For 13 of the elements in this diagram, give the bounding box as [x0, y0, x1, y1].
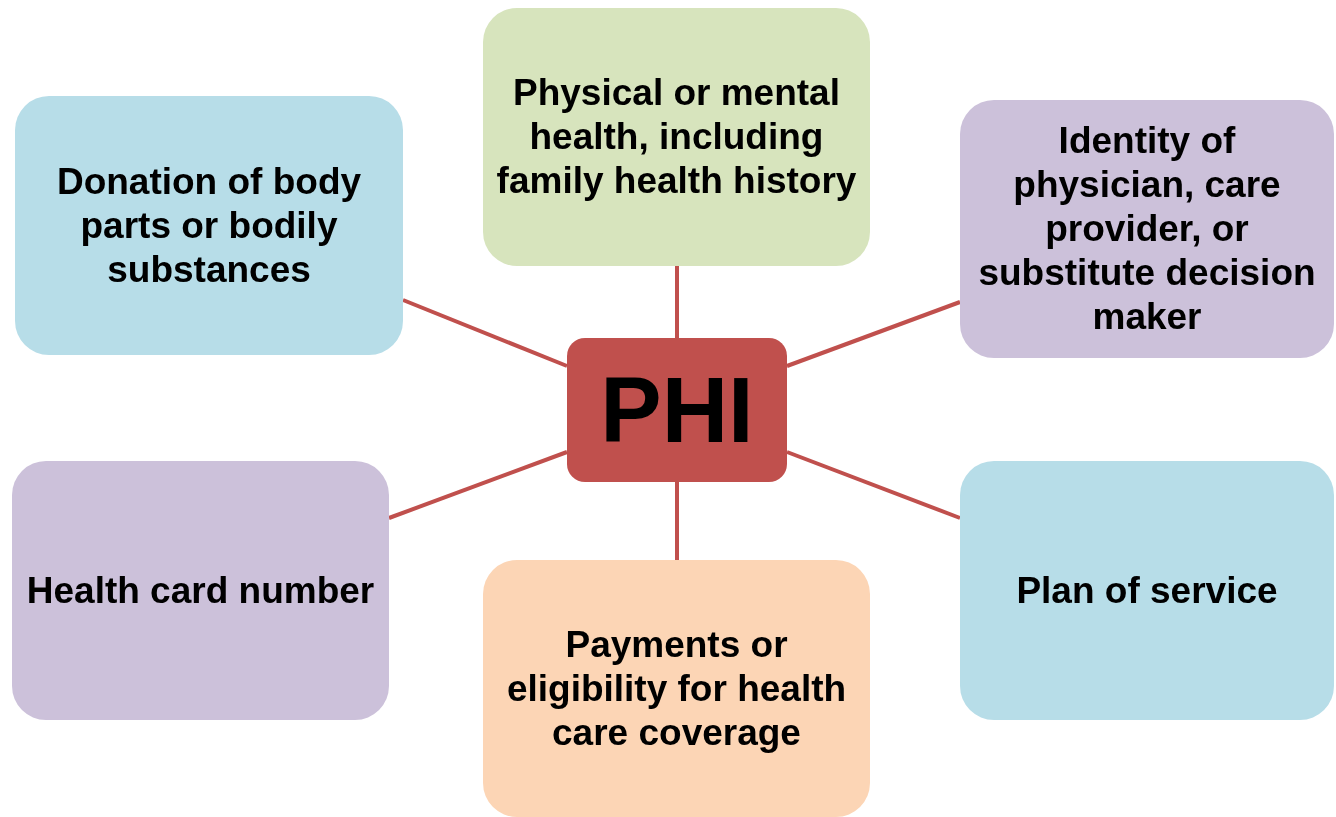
connector-line: [402, 298, 568, 368]
topic-box: Donation of body parts or bodily substances: [15, 96, 403, 355]
connector-line: [675, 482, 679, 560]
topic-box: Identity of physician, care provider, or substitute decision maker: [960, 100, 1334, 358]
topic-box: Health card number: [12, 461, 389, 720]
topic-box: Payments or eligibility for health care coverage: [483, 560, 870, 817]
topic-box: Plan of service: [960, 461, 1334, 720]
connector-line: [786, 300, 961, 368]
topic-box: Physical or mental health, including family health history: [483, 8, 870, 266]
connector-line: [786, 450, 961, 520]
connector-line: [388, 450, 568, 520]
hub-box: PHI: [567, 338, 787, 482]
connector-line: [675, 266, 679, 338]
